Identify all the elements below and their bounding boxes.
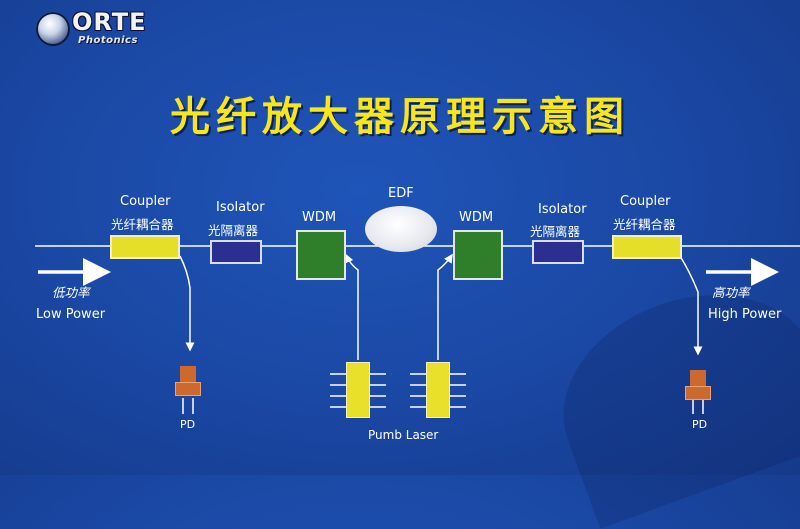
wdm-right-label: WDM — [459, 210, 494, 225]
wdm-left — [296, 230, 346, 280]
pd-left-body — [180, 366, 196, 382]
coupler-right-label: Coupler — [620, 194, 671, 209]
low-power-label: Low Power — [36, 307, 106, 322]
pd-left-label: PD — [180, 418, 196, 431]
high-power-label: High Power — [708, 307, 782, 322]
pd-pins — [182, 398, 704, 414]
isolator-left-label: Isolator — [216, 200, 265, 215]
company-logo: ORTE Photonics — [34, 8, 164, 52]
pd-right-label: PD — [692, 418, 708, 431]
high-power-label-cn: 高功率 — [712, 285, 750, 300]
edf-label: EDF — [388, 186, 414, 201]
isolator-right-label-cn: 光隔离器 — [530, 224, 581, 239]
low-power-label-cn: 低功率 — [52, 285, 90, 300]
coupler-left — [110, 235, 180, 259]
pump-line-left — [344, 253, 359, 360]
isolator-left — [210, 240, 262, 264]
pump-laser-label: Pumb Laser — [368, 428, 439, 442]
globe-icon — [36, 12, 70, 46]
edf-coil — [365, 206, 437, 252]
pump-laser-right — [426, 362, 450, 418]
logo-wordmark: ORTE — [72, 8, 147, 36]
coupler-right-label-cn: 光纤耦合器 — [613, 217, 676, 232]
laser-pins-right — [410, 373, 466, 408]
pd-right-body — [690, 370, 706, 386]
tap-right — [679, 255, 703, 356]
coupler-right — [612, 235, 682, 259]
isolator-right-label: Isolator — [538, 202, 587, 217]
logo-subtitle: Photonics — [78, 35, 138, 46]
pump-line-right — [437, 253, 453, 360]
coupler-left-label-cn: 光纤耦合器 — [111, 217, 174, 232]
coupler-left-label: Coupler — [120, 194, 171, 209]
isolator-right — [532, 240, 584, 264]
isolator-left-label-cn: 光隔离器 — [208, 223, 259, 238]
pd-right-base — [685, 386, 711, 400]
wdm-right — [453, 230, 503, 280]
laser-pins-left — [330, 373, 386, 408]
tap-left — [179, 255, 195, 352]
pd-left-base — [175, 382, 201, 396]
wdm-left-label: WDM — [302, 210, 337, 225]
page-title: 光纤放大器原理示意图 — [170, 94, 630, 140]
pump-laser-left — [346, 362, 370, 418]
